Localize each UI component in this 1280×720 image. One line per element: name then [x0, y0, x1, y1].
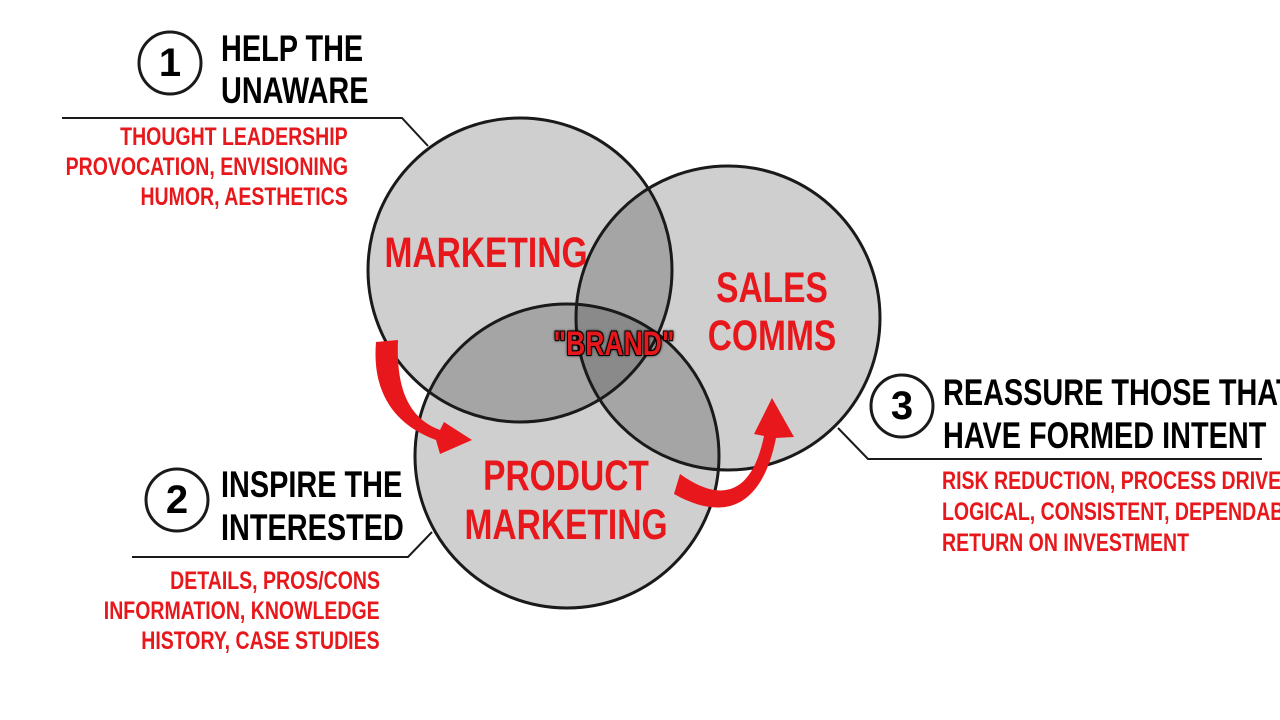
circle-product-marketing-outline — [413, 302, 721, 610]
stage-3-detail-1: RISK REDUCTION, PROCESS DRIVEN — [942, 467, 1280, 495]
stage-2-detail-3: HISTORY, CASE STUDIES — [141, 627, 380, 655]
stage-2-detail-2: INFORMATION, KNOWLEDGE — [104, 597, 380, 625]
stage-1-detail-3: HUMOR, AESTHETICS — [140, 183, 348, 211]
stage-1-heading-line-1: HELP THE — [221, 28, 364, 69]
leader-line-1 — [62, 117, 429, 147]
stage-1-detail-2: PROVOCATION, ENVISIONING — [65, 153, 348, 181]
stage-2-detail-1: DETAILS, PROS/CONS — [170, 567, 380, 595]
stage-3-heading-line-1: REASSURE THOSE THAT — [943, 372, 1280, 413]
brand-label: "BRAND" — [553, 325, 675, 363]
circle-sales-comms-outline — [574, 164, 882, 472]
circle-label-comms: COMMS — [707, 312, 837, 360]
stage-number-3: 3 — [890, 384, 914, 428]
stage-1-heading-line-2: UNAWARE — [221, 70, 369, 111]
arrow-marketing-to-product — [375, 340, 472, 454]
stage-3-detail-2: LOGICAL, CONSISTENT, DEPENDABLE — [942, 498, 1280, 526]
number-ring-2 — [144, 467, 210, 533]
number-ring-1 — [137, 30, 203, 96]
leader-line-3 — [837, 427, 1262, 460]
circle-label-marketing: MARKETING — [384, 229, 588, 277]
circle-marketing-outline — [366, 116, 674, 424]
stage-3-heading-line-2: HAVE FORMED INTENT — [943, 415, 1267, 456]
stage-3-detail-3: RETURN ON INVESTMENT — [942, 529, 1190, 557]
stage-number-2: 2 — [165, 478, 189, 522]
stage-2-heading-line-2: INTERESTED — [221, 507, 404, 548]
number-ring-3 — [869, 373, 935, 439]
stage-2-heading-line-1: INSPIRE THE — [221, 464, 403, 505]
circle-label-product: PRODUCT — [483, 452, 649, 500]
leader-line-2 — [132, 531, 433, 558]
circle-label-sales: SALES — [716, 264, 828, 312]
circle-label-marketing-2: MARKETING — [464, 501, 668, 549]
arrow-product-to-sales — [674, 398, 794, 508]
overlap-sales-product — [576, 304, 719, 470]
stage-number-1: 1 — [158, 41, 182, 85]
stage-1-detail-1: THOUGHT LEADERSHIP — [120, 123, 348, 151]
